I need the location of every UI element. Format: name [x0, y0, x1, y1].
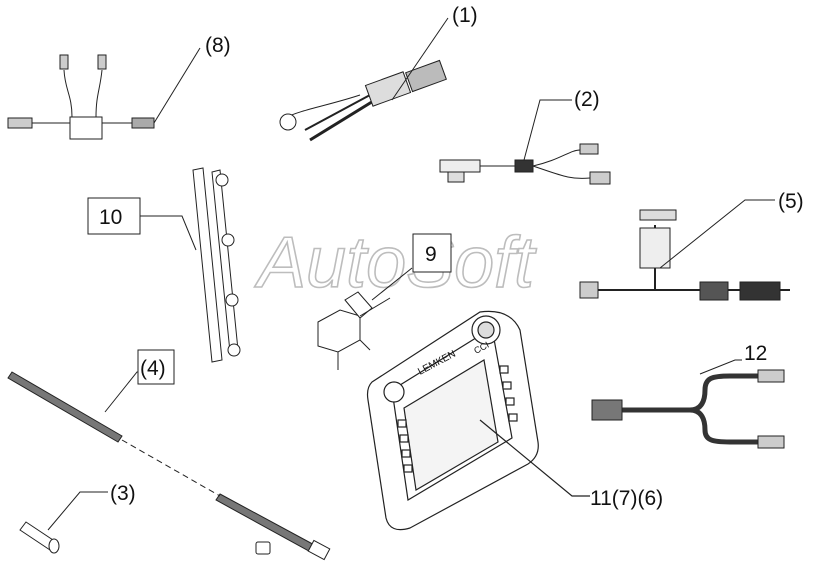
callout-1: (1): [452, 4, 478, 27]
callout-4-box: [137, 349, 175, 385]
watermark-text: AutoSoft: [254, 223, 537, 303]
part-5-t-harness: [579, 199, 790, 301]
callout-3: (3): [110, 482, 136, 505]
part-8-junction-harness: [7, 47, 201, 140]
part-2-harness: [439, 99, 611, 185]
part-bolt: [255, 541, 271, 555]
callout-11-7-6: 11(7)(6): [590, 487, 663, 510]
part-3-pin: [19, 491, 108, 554]
part-12-y-cable: [591, 359, 785, 449]
part-4-threaded-rod: [7, 371, 331, 561]
callout-10: 10: [99, 206, 122, 229]
part-11-terminal: LEMKEN CCI: [366, 310, 590, 531]
callout-2: (2): [574, 88, 600, 111]
part-9-bracket: [317, 267, 413, 370]
part-1-cable: [279, 17, 449, 142]
part-10-mounting-rail: [140, 167, 241, 363]
callout-4: (4): [140, 357, 166, 380]
callout-12: 12: [744, 342, 767, 365]
callout-9: 9: [425, 243, 437, 266]
callout-10-box: [87, 197, 141, 235]
callout-5: (5): [778, 190, 804, 213]
callout-9-box: [412, 233, 452, 273]
callout-8: (8): [205, 34, 231, 57]
